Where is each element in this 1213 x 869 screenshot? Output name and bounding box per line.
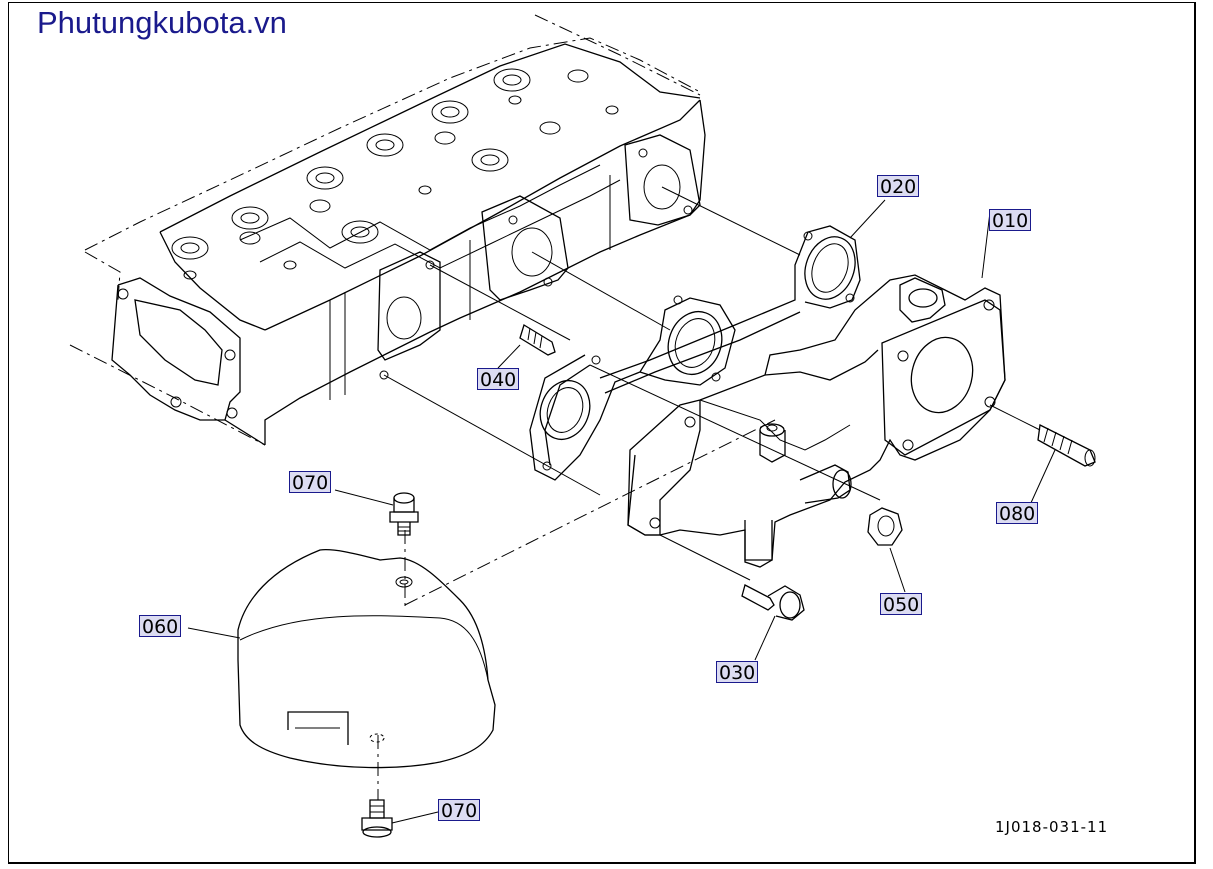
callout-060[interactable]: 060 <box>139 615 182 638</box>
exhaust-manifold-010 <box>627 211 1006 568</box>
document-code: 1J018-031-11 <box>995 818 1109 836</box>
callout-040[interactable]: 040 <box>477 368 520 391</box>
site-title[interactable]: Phutungkubota.vn <box>37 5 287 40</box>
nut-050 <box>867 507 906 593</box>
bolt-070-top <box>334 489 419 536</box>
bolt-030 <box>741 584 805 661</box>
callout-020[interactable]: 020 <box>877 175 920 198</box>
alignment-lines <box>377 186 1041 800</box>
stud-040 <box>497 324 556 369</box>
callout-030[interactable]: 030 <box>716 661 759 684</box>
stud-080 <box>1029 424 1096 506</box>
gasket-020 <box>529 199 886 481</box>
callout-070-bottom[interactable]: 070 <box>438 799 481 822</box>
heat-cover-060 <box>187 549 496 769</box>
drawing-frame <box>8 2 1196 864</box>
cylinder-head <box>69 14 706 446</box>
callout-070-top[interactable]: 070 <box>289 471 332 494</box>
callout-010[interactable]: 010 <box>989 209 1032 232</box>
callout-050[interactable]: 050 <box>880 593 923 616</box>
callout-080[interactable]: 080 <box>996 502 1039 525</box>
bolt-070-bottom <box>361 799 439 838</box>
